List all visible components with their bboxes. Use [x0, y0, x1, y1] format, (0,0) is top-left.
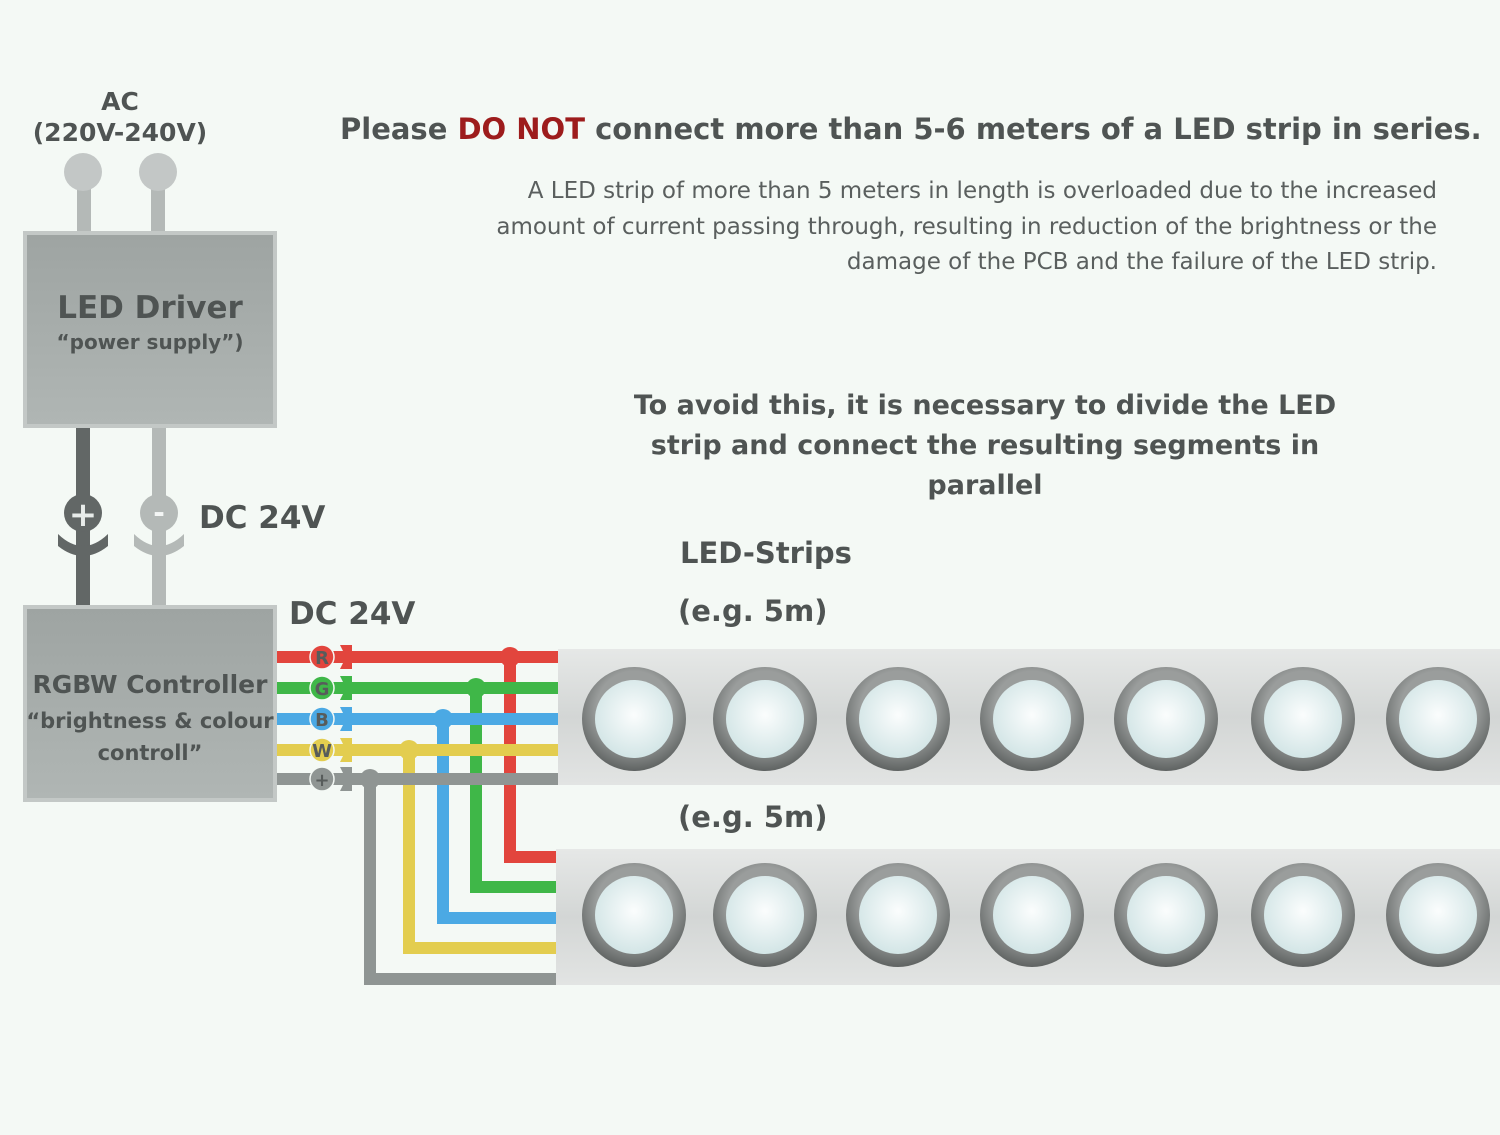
channel-badge: W [309, 737, 352, 763]
warning-description: A LED strip of more than 5 meters in len… [496, 178, 1437, 275]
strip-length-label-top: (e.g. 5m) [678, 594, 828, 628]
ac-label: AC (220V-240V) [20, 86, 220, 148]
headline-suffix: connect more than 5-6 meters of a LED st… [585, 112, 1482, 146]
advice-text: To avoid this, it is necessary to divide… [633, 390, 1337, 501]
ac-plug-right [139, 153, 177, 234]
led-chip [1114, 667, 1218, 771]
led-chip [582, 667, 686, 771]
channel-label: W [312, 741, 332, 762]
headline-prefix: Please [340, 112, 458, 146]
channel-label: + [314, 770, 329, 791]
negative-terminal: - [134, 494, 184, 556]
rgbw-controller-box [23, 605, 277, 802]
channel-badge: R [309, 644, 352, 670]
led-chip [980, 863, 1084, 967]
channel-badge: B [309, 706, 352, 732]
dc-voltage-label-mid: DC 24V [289, 596, 416, 632]
channel-label: B [315, 710, 329, 731]
led-chip [1386, 863, 1490, 967]
ac-plug-left [64, 153, 102, 234]
led-chip [846, 667, 950, 771]
positive-terminal-sign: + [69, 495, 98, 535]
negative-terminal-sign: - [153, 496, 165, 529]
driver-subtitle: “power supply”) [56, 330, 244, 354]
channel-label: G [315, 679, 330, 700]
led-chip [980, 667, 1084, 771]
dc-voltage-label-top: DC 24V [199, 500, 326, 536]
led-chip [846, 863, 950, 967]
controller-title: RGBW Controller [32, 670, 268, 699]
led-strips-label: LED-Strips [680, 536, 852, 570]
led-chip [1386, 667, 1490, 771]
warning-headline: Please DO NOT connect more than 5-6 mete… [340, 112, 1482, 146]
ac-voltage: (220V-240V) [32, 118, 208, 147]
led-chip [1251, 863, 1355, 967]
led-chip [1251, 667, 1355, 771]
channel-label: R [315, 648, 329, 669]
controller-subtitle: “brightness & colour controll” [26, 709, 274, 765]
ac-title: AC [101, 87, 139, 116]
led-chip [1114, 863, 1218, 967]
positive-terminal: + [58, 494, 108, 556]
led-chip [582, 863, 686, 967]
channel-badge: G [309, 675, 352, 701]
channel-badge: + [309, 766, 352, 792]
led-driver-box [23, 231, 277, 428]
driver-title: LED Driver [57, 290, 243, 326]
led-chip [713, 863, 817, 967]
led-chip [713, 667, 817, 771]
strip-length-label-bottom: (e.g. 5m) [678, 800, 828, 834]
headline-emphasis: DO NOT [457, 112, 585, 146]
